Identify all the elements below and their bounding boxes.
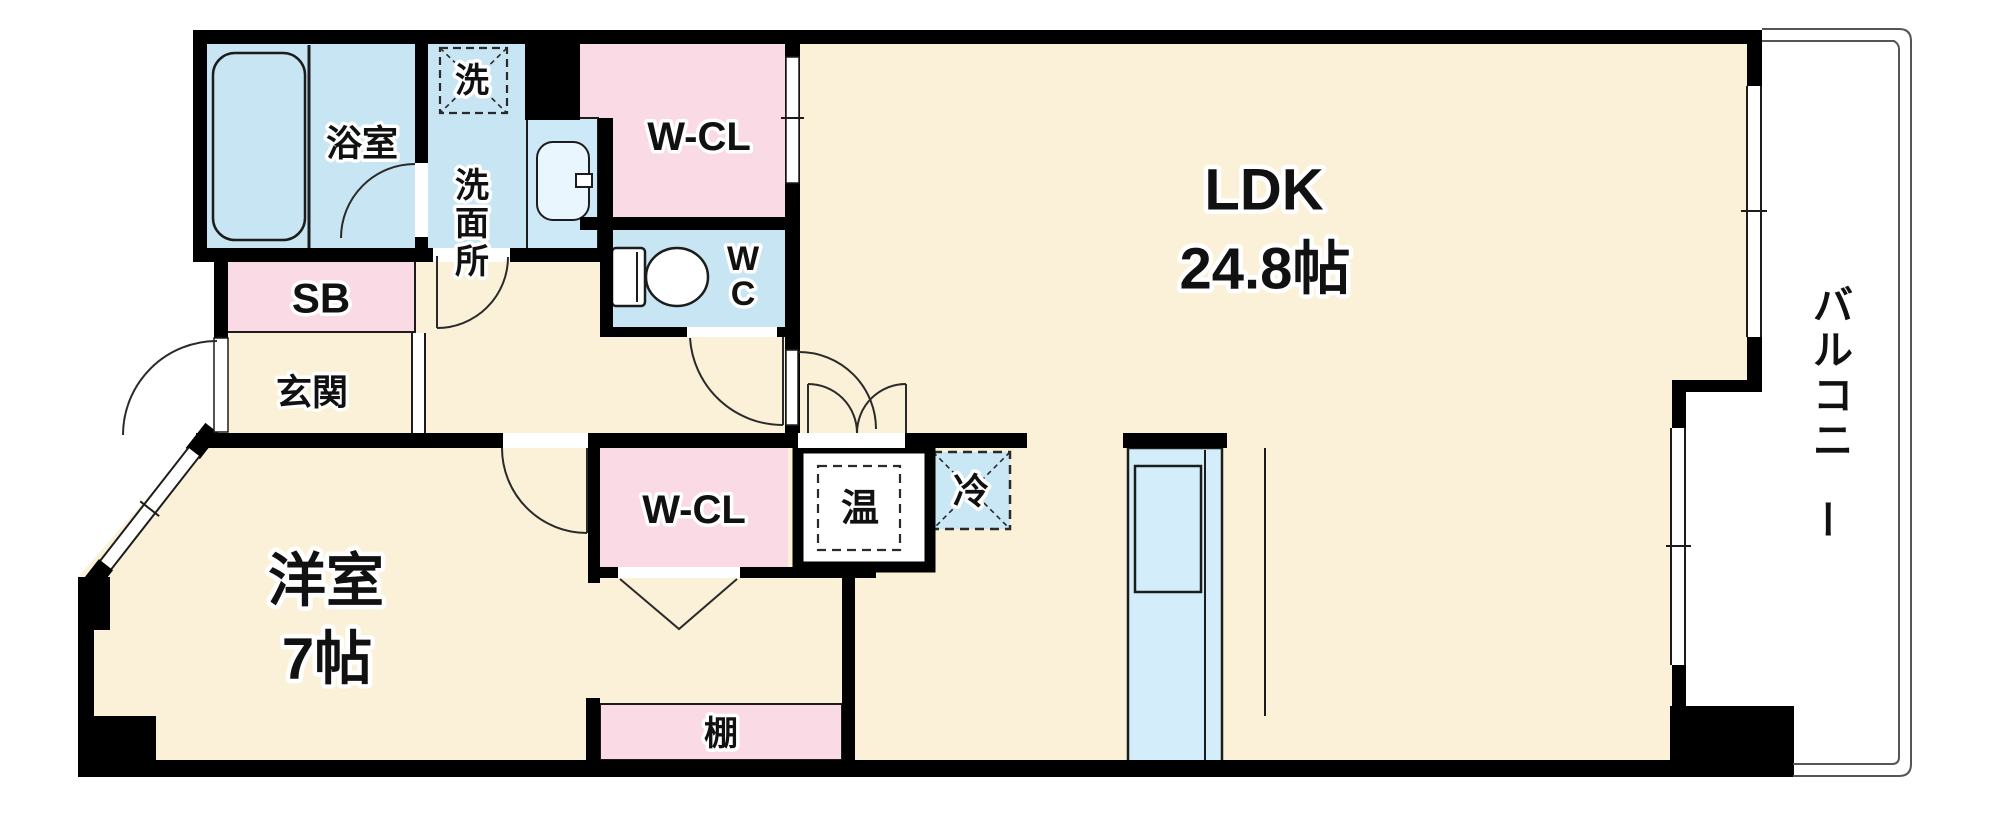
western-door-arc bbox=[501, 447, 588, 534]
heater-closet-opening bbox=[798, 433, 905, 448]
entrance-step-line bbox=[411, 333, 426, 433]
refrigerator-space bbox=[931, 450, 1012, 531]
heater-closet-right-door-arc bbox=[856, 383, 907, 434]
bath-door-arc bbox=[340, 163, 416, 239]
label-entrance: 玄関 bbox=[276, 372, 348, 413]
closet-bottom-folding-door bbox=[619, 578, 738, 631]
closet-top-sliding-door bbox=[785, 56, 800, 184]
bath-door-opening bbox=[415, 163, 428, 237]
label-western-name: 洋室 bbox=[268, 549, 384, 614]
label-balcony: バルコニー bbox=[1804, 284, 1853, 539]
label-western-size: 7帖 bbox=[282, 627, 372, 692]
washroom-door-arc bbox=[436, 256, 509, 329]
hall-ldk-door-panel bbox=[785, 349, 799, 426]
room-bathroom bbox=[207, 44, 415, 248]
label-bathroom: 浴室 bbox=[326, 123, 398, 164]
entrance-door-arc bbox=[122, 340, 218, 436]
room-closet-bottom bbox=[600, 448, 788, 567]
label-ldk-size: 24.8帖 bbox=[1180, 237, 1351, 302]
western-door-opening bbox=[503, 433, 588, 448]
wc-door-arc bbox=[689, 337, 784, 427]
closet-bottom-opening bbox=[618, 567, 740, 578]
kitchen-counter bbox=[1126, 446, 1224, 764]
balcony-window-lower bbox=[1666, 428, 1691, 665]
entrance-door-opening bbox=[213, 337, 229, 433]
label-shoebox: SB bbox=[292, 275, 350, 322]
label-shelf: 棚 bbox=[704, 715, 738, 753]
room-washroom bbox=[428, 44, 527, 248]
balcony-window-upper bbox=[1741, 86, 1767, 337]
label-water-heater: 温 bbox=[841, 488, 879, 530]
label-ldk-name: LDK bbox=[1204, 158, 1323, 223]
corner-window bbox=[79, 422, 220, 596]
washer-pan bbox=[438, 46, 509, 115]
label-closet-top: W-CL bbox=[647, 115, 751, 159]
room-shoebox bbox=[228, 262, 416, 332]
bathtub bbox=[211, 51, 307, 242]
balcony-outline bbox=[1762, 28, 1912, 777]
washroom-door-opening bbox=[433, 248, 510, 262]
label-washroom: 洗面所 bbox=[455, 167, 489, 281]
label-closet-bottom: W-CL bbox=[642, 488, 746, 532]
toilet bbox=[610, 246, 710, 308]
vanity-sink bbox=[526, 117, 599, 253]
hall-ldk-door-arc bbox=[798, 351, 877, 430]
label-washer: 洗 bbox=[455, 62, 489, 100]
wc-door-opening bbox=[687, 327, 777, 337]
label-refrigerator: 冷 bbox=[953, 471, 989, 512]
heater-closet-left-door-arc bbox=[807, 383, 858, 434]
walls bbox=[78, 30, 1794, 777]
door-arcs bbox=[122, 163, 907, 631]
